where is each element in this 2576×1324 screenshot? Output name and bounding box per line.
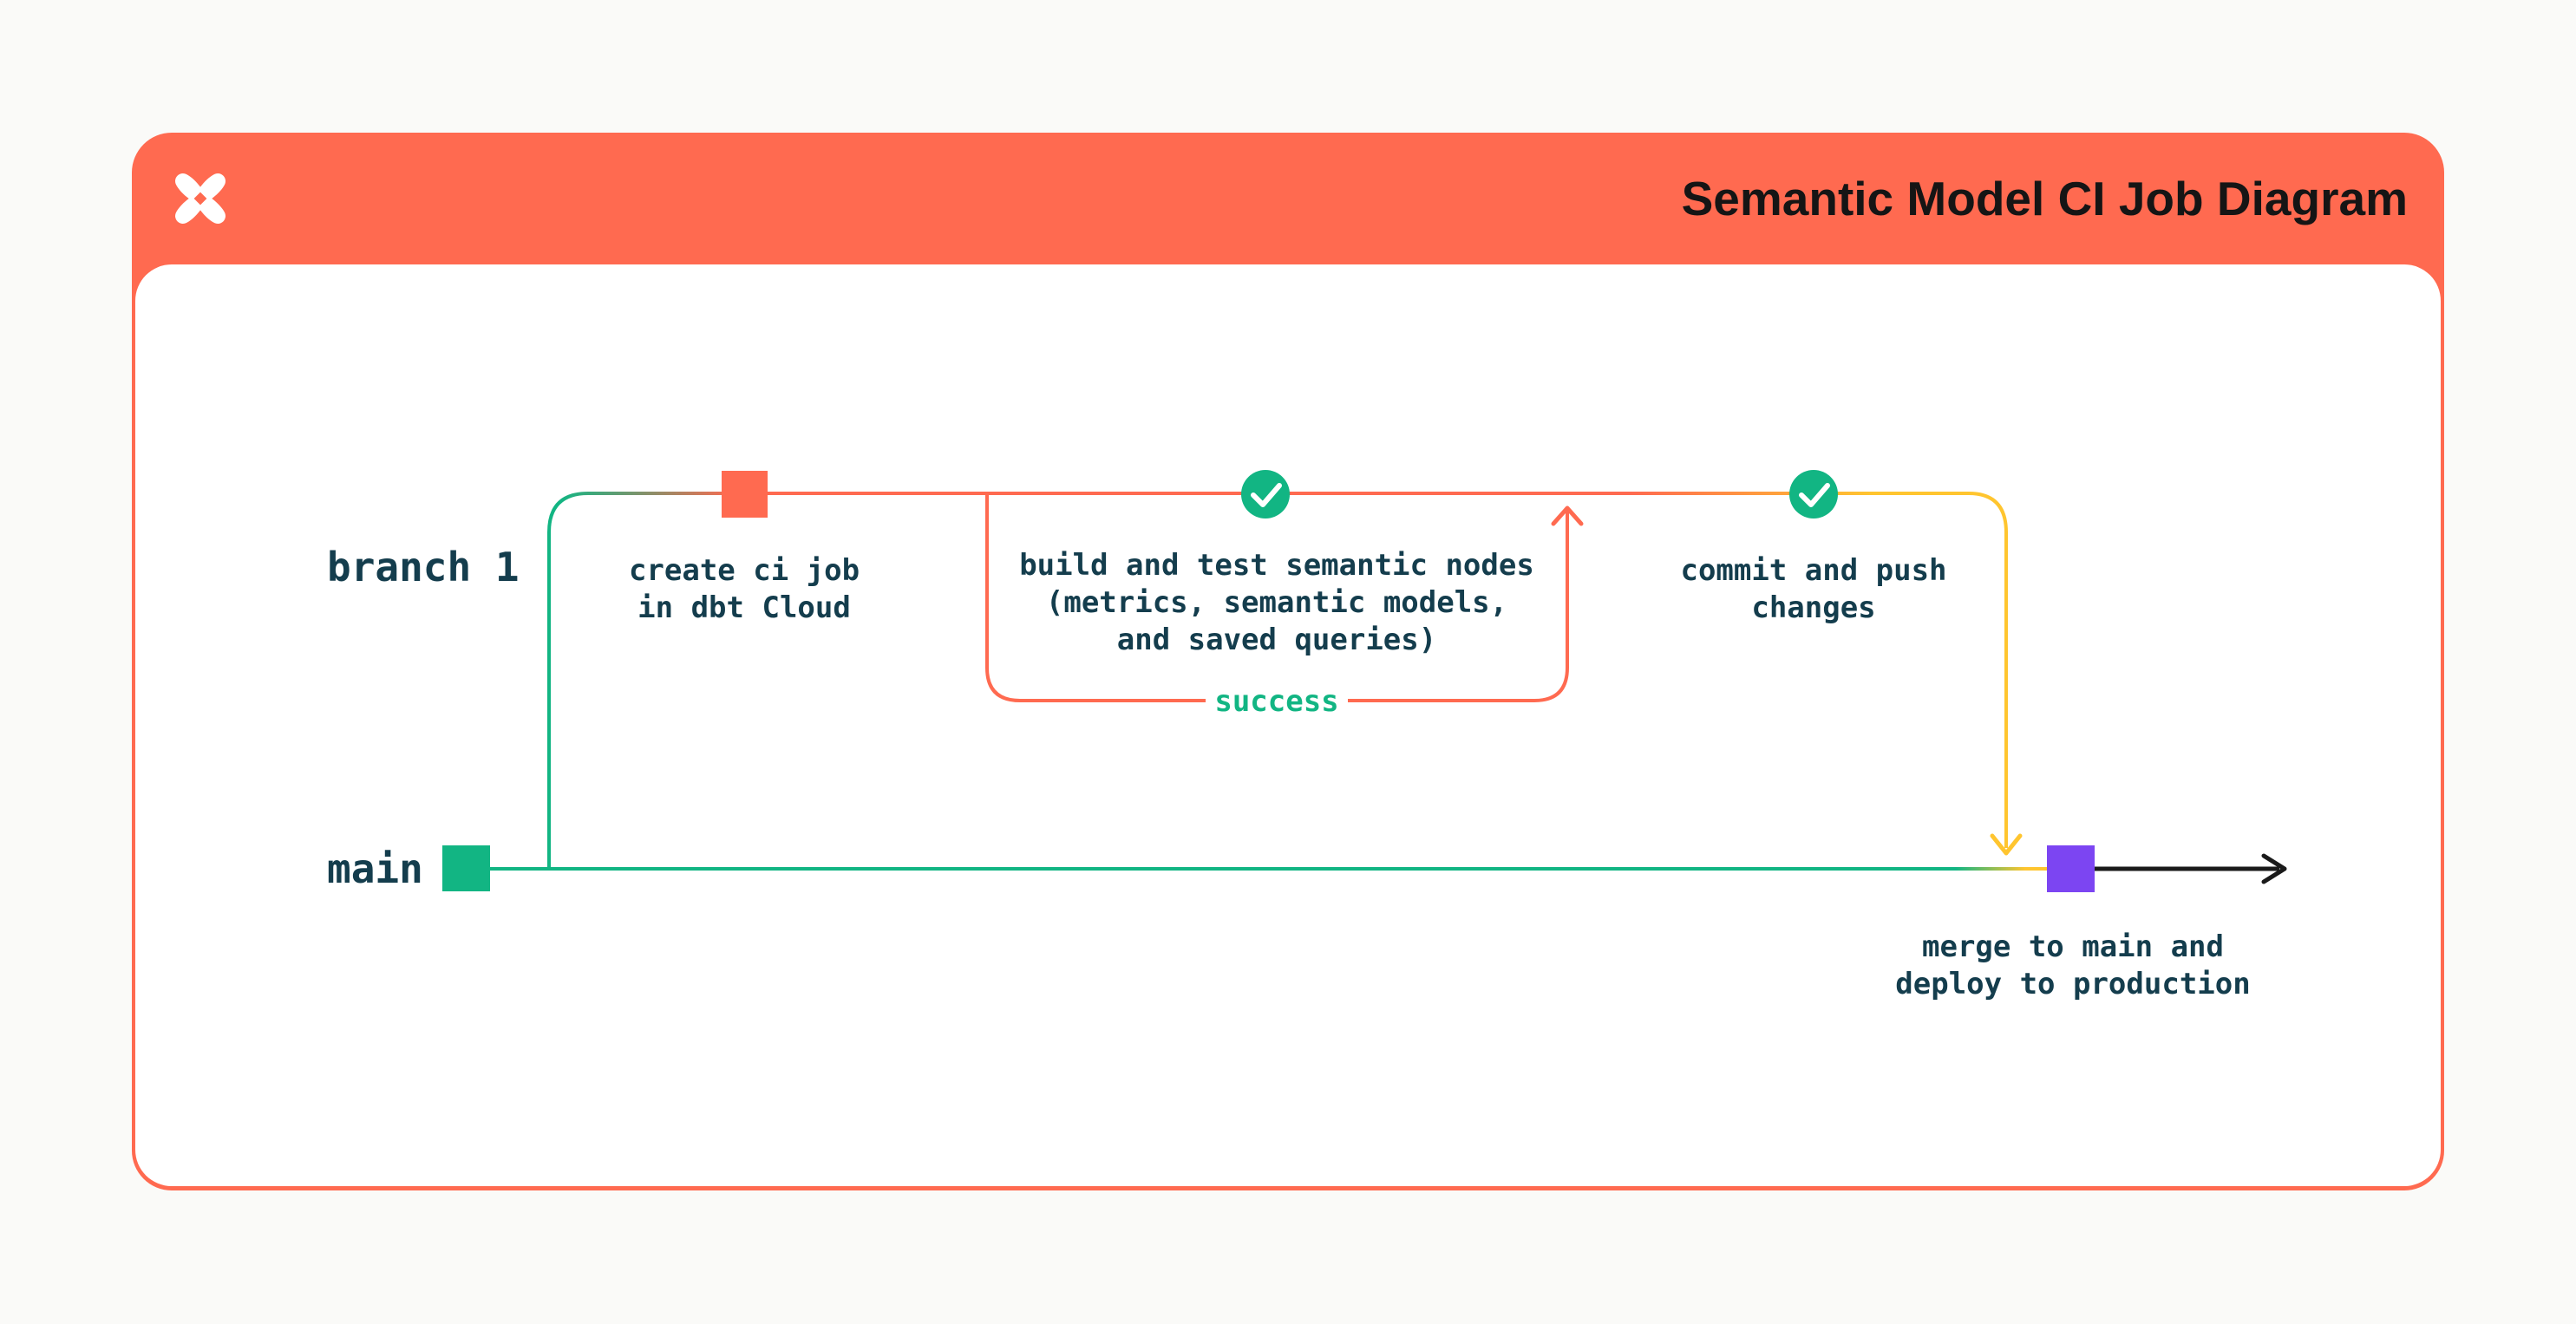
success-arrowhead-icon	[1551, 505, 1584, 526]
merge-arrowhead-icon	[1990, 833, 2023, 856]
main-commit-square-icon	[442, 845, 490, 891]
branch1-label: branch 1	[327, 544, 520, 590]
diagram-panel	[135, 264, 2441, 1186]
production-arrowhead-icon	[2261, 853, 2287, 884]
create-ci-commit-square-icon	[722, 471, 768, 518]
check-circle-icon	[1789, 470, 1838, 519]
node-label-create-ci: create ci job in dbt Cloud	[628, 553, 860, 625]
branch1-line-end	[746, 492, 2008, 848]
check-circle-icon	[1241, 470, 1290, 519]
success-loop-right	[1348, 510, 1569, 702]
dbt-logo-icon	[175, 173, 226, 224]
success-edge-label: success	[1214, 684, 1339, 719]
main-label: main	[327, 845, 423, 892]
page-title: Semantic Model CI Job Diagram	[1681, 172, 2408, 225]
merge-commit-square-icon	[2047, 845, 2095, 892]
node-label-commit-push: commit and push changes	[1680, 553, 1947, 625]
diagram-card: Semantic Model CI Job Diagram	[132, 133, 2444, 1190]
node-label-merge-deploy: merge to main and deploy to production	[1895, 929, 2251, 1001]
node-label-build-test: build and test semantic nodes (metrics, …	[1019, 548, 1534, 657]
branch1-line-start	[547, 492, 755, 869]
success-loop-left	[985, 493, 1206, 702]
card-header: Semantic Model CI Job Diagram	[132, 133, 2444, 264]
